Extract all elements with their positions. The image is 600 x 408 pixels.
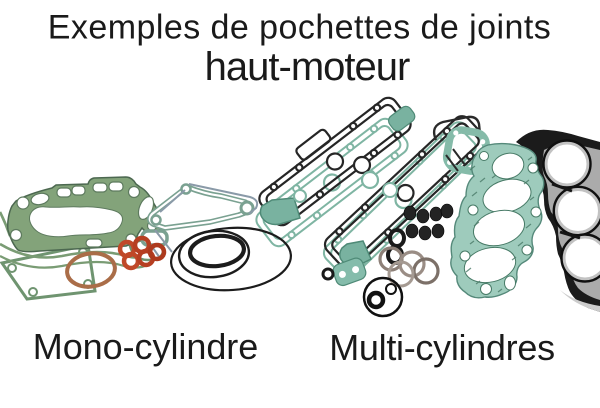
svg-text:Multi-cylindres: Multi-cylindres [329,327,555,368]
svg-text:Exemples de pochettes de joint: Exemples de pochettes de joints [48,9,551,47]
svg-text:Mono-cylindre: Mono-cylindre [33,326,258,367]
svg-text:haut-moteur: haut-moteur [205,45,410,89]
